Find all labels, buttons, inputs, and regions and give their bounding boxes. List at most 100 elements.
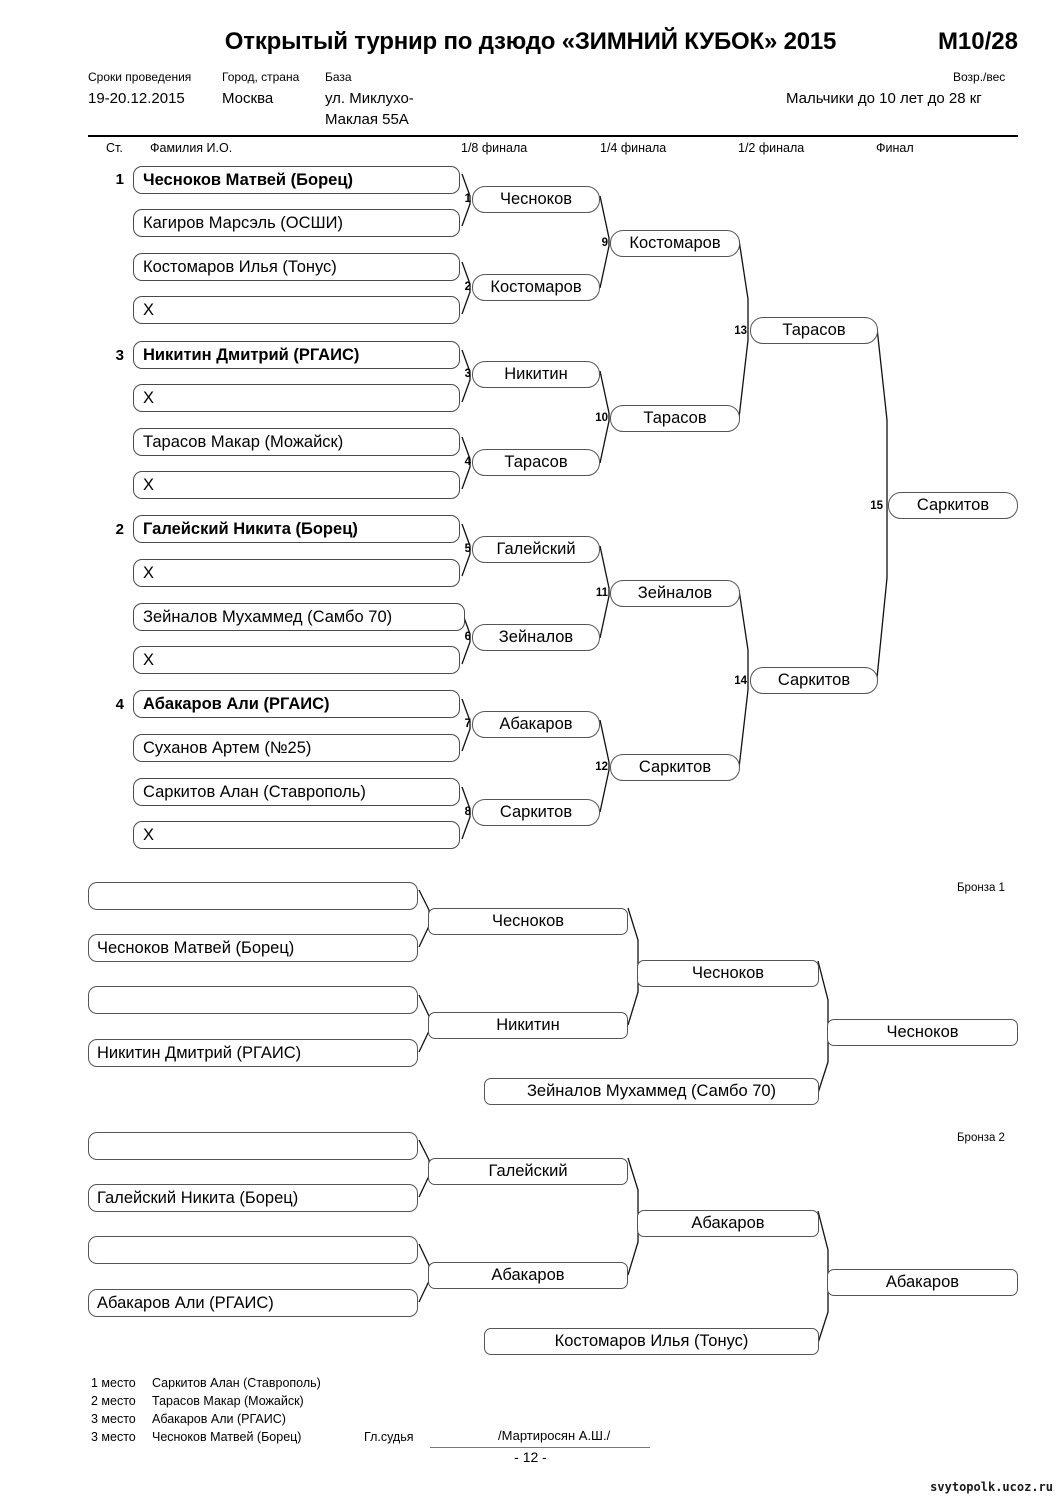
bronze2-entry-box[interactable]: Галейский Никита (Борец) [88, 1184, 418, 1212]
header-divider [88, 135, 1018, 137]
r16-winner-box[interactable]: Никитин [472, 361, 600, 388]
entry-seed: 2 [115, 521, 124, 538]
entry-box[interactable]: Никитин Дмитрий (РГАИС) [133, 341, 460, 369]
bronze1-entry-box[interactable] [88, 986, 418, 1014]
final-winner-box[interactable]: Саркитов [888, 492, 1018, 519]
result-rank: 1 место [91, 1376, 136, 1390]
entry-box[interactable]: X [133, 296, 460, 324]
result-name: Саркитов Алан (Ставрополь) [152, 1376, 321, 1390]
bronze1-label: Бронза 1 [957, 882, 1005, 894]
value-venue-line2: Маклая 55А [325, 111, 409, 128]
match-number: 1 [464, 193, 471, 205]
match-number: 3 [464, 368, 471, 380]
entry-box[interactable]: Чесноков Матвей (Борец) [133, 166, 460, 194]
entry-box[interactable]: X [133, 471, 460, 499]
result-name: Тарасов Макар (Можайск) [152, 1394, 304, 1408]
bronze2-winner-box[interactable]: Абакаров [827, 1269, 1018, 1296]
bronze2-label: Бронза 2 [957, 1132, 1005, 1144]
r16-winner-box[interactable]: Саркитов [472, 799, 600, 826]
label-dates: Сроки проведения [88, 70, 192, 84]
match-number: 15 [870, 500, 883, 512]
entry-box[interactable]: Саркитов Алан (Ставрополь) [133, 778, 460, 806]
match-number: 8 [464, 806, 471, 818]
value-age-weight: Мальчики до 10 лет до 28 кг [786, 90, 982, 107]
bronze2-dropin-box[interactable]: Костомаров Илья (Тонус) [484, 1328, 819, 1355]
entry-box[interactable]: Тарасов Макар (Можайск) [133, 428, 460, 456]
label-venue: База [325, 70, 352, 84]
bronze2-round1-box[interactable]: Абакаров [428, 1262, 628, 1289]
bronze2-entry-box[interactable] [88, 1132, 418, 1160]
page-number: - 12 - [514, 1449, 547, 1465]
r16-winner-box[interactable]: Чесноков [472, 186, 600, 213]
entry-box[interactable]: X [133, 384, 460, 412]
entry-seed: 4 [115, 696, 124, 713]
column-header-qf: 1/4 финала [600, 141, 667, 155]
column-header-r16: 1/8 финала [461, 141, 528, 155]
sf-winner-box[interactable]: Тарасов [750, 317, 878, 344]
entry-box[interactable]: X [133, 559, 460, 587]
bronze1-round1-box[interactable]: Никитин [428, 1012, 628, 1039]
entry-seed: 3 [115, 347, 124, 364]
bronze1-round2-box[interactable]: Чесноков [637, 960, 819, 987]
match-number: 12 [595, 761, 608, 773]
qf-winner-box[interactable]: Саркитов [610, 754, 740, 781]
entry-box[interactable]: Костомаров Илья (Тонус) [133, 253, 460, 281]
match-number: 7 [464, 718, 471, 730]
column-header-name: Фамилия И.О. [150, 141, 233, 155]
result-rank: 3 место [91, 1412, 136, 1426]
signature-line [430, 1447, 650, 1448]
result-name: Абакаров Али (РГАИС) [152, 1412, 286, 1426]
entry-box[interactable]: X [133, 646, 460, 674]
r16-winner-box[interactable]: Зейналов [472, 624, 600, 651]
bronze2-round2-box[interactable]: Абакаров [637, 1210, 819, 1237]
entry-box[interactable]: Кагиров Марсэль (ОСШИ) [133, 209, 460, 237]
bronze1-entry-box[interactable]: Чесноков Матвей (Борец) [88, 934, 418, 962]
bronze1-dropin-box[interactable]: Зейналов Мухаммед (Самбо 70) [484, 1078, 819, 1105]
bronze1-winner-box[interactable]: Чесноков [827, 1019, 1018, 1046]
bronze2-round1-box[interactable]: Галейский [428, 1158, 628, 1185]
r16-winner-box[interactable]: Костомаров [472, 274, 600, 301]
bronze2-entry-box[interactable] [88, 1236, 418, 1264]
entry-seed: 1 [115, 171, 124, 188]
page-title: Открытый турнир по дзюдо «ЗИМНИЙ КУБОК» … [0, 28, 1061, 56]
qf-winner-box[interactable]: Тарасов [610, 405, 740, 432]
match-number: 6 [464, 631, 471, 643]
tournament-title: Открытый турнир по дзюдо «ЗИМНИЙ КУБОК» … [224, 28, 837, 55]
entry-box[interactable]: Абакаров Али (РГАИС) [133, 690, 460, 718]
entry-box[interactable]: X [133, 821, 460, 849]
column-header-seed: Ст. [106, 141, 123, 155]
match-number: 9 [601, 237, 608, 249]
match-number: 2 [464, 281, 471, 293]
bronze2-entry-box[interactable]: Абакаров Али (РГАИС) [88, 1289, 418, 1317]
result-name: Чесноков Матвей (Борец) [152, 1430, 302, 1444]
r16-winner-box[interactable]: Абакаров [472, 711, 600, 738]
r16-winner-box[interactable]: Галейский [472, 536, 600, 563]
entry-box[interactable]: Галейский Никита (Борец) [133, 515, 460, 543]
bronze1-round1-box[interactable]: Чесноков [428, 908, 628, 935]
value-city: Москва [222, 90, 274, 107]
watermark: svytopolk.ucoz.ru [930, 1480, 1053, 1494]
bronze1-entry-box[interactable] [88, 882, 418, 910]
qf-winner-box[interactable]: Зейналов [610, 580, 740, 607]
match-number: 13 [734, 325, 747, 337]
bronze1-entry-box[interactable]: Никитин Дмитрий (РГАИС) [88, 1039, 418, 1067]
qf-winner-box[interactable]: Костомаров [610, 230, 740, 257]
judge-label: Гл.судья [364, 1430, 414, 1444]
result-rank: 2 место [91, 1394, 136, 1408]
match-number: 5 [464, 543, 471, 555]
match-number: 14 [734, 675, 747, 687]
entry-box[interactable]: Зейналов Мухаммед (Самбо 70) [133, 603, 465, 631]
value-dates: 19-20.12.2015 [88, 90, 185, 107]
category-code: M10/28 [937, 28, 1018, 55]
judge-name: /Мартиросян А.Ш./ [498, 1428, 611, 1443]
result-rank: 3 место [91, 1430, 136, 1444]
value-venue-line1: ул. Миклухо- [325, 90, 414, 107]
r16-winner-box[interactable]: Тарасов [472, 449, 600, 476]
label-age-weight: Возр./вес [953, 70, 1006, 84]
sf-winner-box[interactable]: Саркитов [750, 667, 878, 694]
match-number: 10 [595, 412, 608, 424]
column-header-sf: 1/2 финала [738, 141, 805, 155]
entry-box[interactable]: Суханов Артем (№25) [133, 734, 460, 762]
column-header-final: Финал [876, 141, 914, 155]
